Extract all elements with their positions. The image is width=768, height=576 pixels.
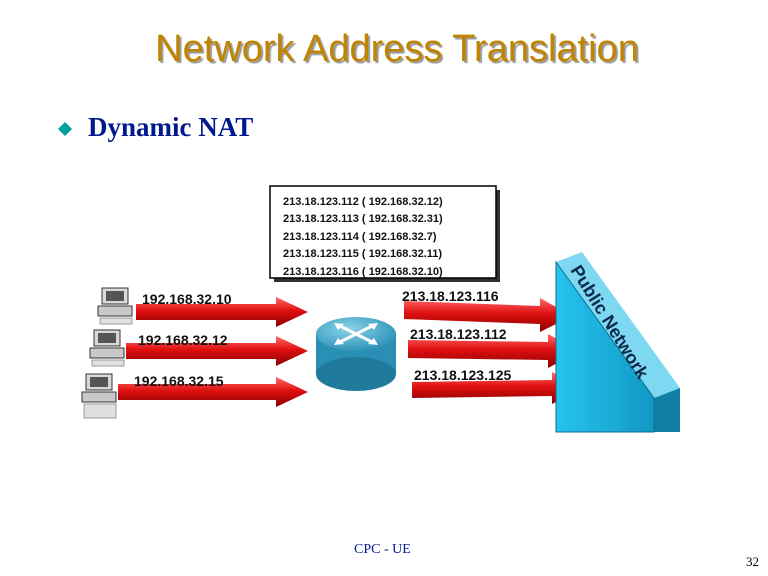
nat-table: 213.18.123.112 ( 192.168.32.12) 213.18.1… xyxy=(269,185,500,282)
inside-address-label: 192.168.32.10 xyxy=(142,291,232,307)
nat-table-row: 213.18.123.116 ( 192.168.32.10) xyxy=(283,266,443,278)
inside-arrow xyxy=(136,297,308,327)
bullet-text: Dynamic NAT xyxy=(88,112,254,142)
slide-footer: CPC - UE xyxy=(354,542,411,557)
workstation-icon xyxy=(97,287,133,325)
outside-address-label: 213.18.123.112 xyxy=(410,326,507,342)
nat-table-row: 213.18.123.113 ( 192.168.32.31) xyxy=(283,213,443,225)
nat-table-row: 213.18.123.114 ( 192.168.32.7) xyxy=(283,231,437,243)
inside-address-label: 192.168.32.15 xyxy=(134,373,224,389)
outside-arrow xyxy=(412,372,584,404)
inside-address-label: 192.168.32.12 xyxy=(138,332,228,348)
outside-arrow xyxy=(404,298,572,332)
inside-arrow xyxy=(126,336,308,366)
diamond-bullet-icon xyxy=(58,122,72,136)
workstation-icon xyxy=(89,329,125,367)
inside-arrow xyxy=(118,377,308,407)
nat-table-row: 213.18.123.112 ( 192.168.32.12) xyxy=(283,196,443,208)
outside-address-label: 213.18.123.125 xyxy=(414,367,512,383)
page-number: 32 xyxy=(746,554,759,569)
router-icon xyxy=(316,317,396,391)
outside-address-label: 213.18.123.116 xyxy=(402,288,499,304)
public-network-block: Public Network xyxy=(555,252,680,433)
nat-table-row: 213.18.123.115 ( 192.168.32.11) xyxy=(283,248,442,260)
slide-title: Network Address Translation xyxy=(155,28,639,70)
outside-arrow xyxy=(408,334,580,368)
workstation-icon xyxy=(81,373,117,419)
